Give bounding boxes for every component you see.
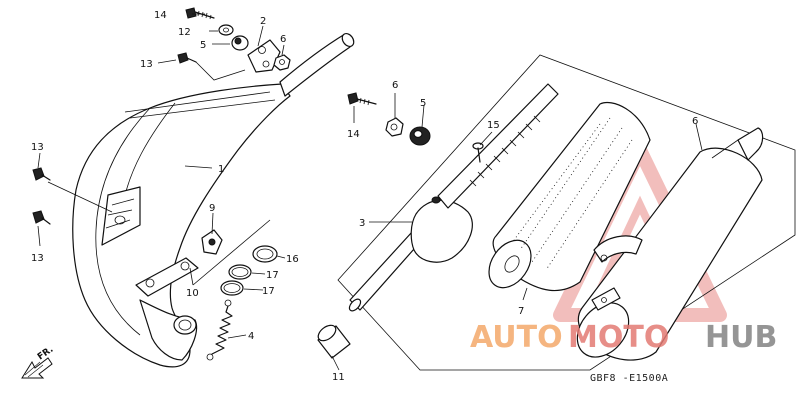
bolt-13b — [32, 167, 51, 181]
bolt-14b — [347, 92, 377, 106]
o-ring-16 — [252, 245, 278, 263]
label-part-15: 15 — [487, 120, 500, 131]
label-part-13c: 13 — [31, 253, 44, 264]
leader-lines — [37, 13, 703, 371]
label-part-6b: 6 — [392, 80, 398, 91]
inner-pipe-3 — [348, 83, 559, 312]
bolt-13c — [32, 210, 51, 225]
label-part-14a: 14 — [154, 10, 167, 21]
flange-bracket — [247, 39, 281, 73]
grommet-5b — [409, 126, 431, 146]
sleeve-11 — [317, 324, 351, 359]
label-part-6a: 6 — [280, 34, 286, 45]
label-part-11: 11 — [332, 372, 345, 383]
label-part-10: 10 — [186, 288, 199, 299]
o-ring-17a — [228, 264, 252, 280]
label-part-13a: 13 — [140, 59, 153, 70]
label-part-7: 7 — [518, 306, 524, 317]
bolt-13a — [177, 52, 197, 64]
label-part-6c: 6 — [692, 116, 698, 127]
label-part-13b: 13 — [31, 142, 44, 153]
label-part-4: 4 — [248, 331, 254, 342]
expansion-chamber — [72, 32, 355, 368]
label-part-2: 2 — [260, 16, 266, 27]
label-part-3: 3 — [359, 218, 365, 229]
front-direction-arrow: FR. — [21, 345, 55, 379]
diagram-code: GBF8 -E1500A — [590, 373, 668, 384]
washer-12 — [218, 24, 234, 36]
label-part-17b: 17 — [262, 286, 275, 297]
label-part-16: 16 — [286, 254, 299, 265]
assembly-outline — [337, 54, 796, 371]
label-part-17a: 17 — [266, 270, 279, 281]
plate-10 — [135, 257, 199, 297]
label-part-5a: 5 — [200, 40, 206, 51]
silencer-body-6 — [576, 127, 764, 361]
grommet-5a — [231, 35, 249, 51]
label-part-9: 9 — [209, 203, 215, 214]
nut-6b — [385, 117, 404, 137]
spring-4 — [206, 299, 233, 361]
bolt-14a — [185, 7, 215, 20]
packing-7 — [488, 102, 651, 292]
watermark-hub: HUB — [705, 320, 777, 355]
label-part-14b: 14 — [347, 129, 360, 140]
label-part-1: 1 — [218, 164, 224, 175]
part-labels: 1 2 3 4 5 5 6 6 6 7 9 10 11 12 13 13 13 … — [31, 10, 698, 383]
o-ring-17b — [220, 280, 244, 296]
nut-6a — [273, 54, 291, 71]
watermark-moto: MOTO — [568, 320, 669, 355]
label-part-12: 12 — [178, 27, 191, 38]
label-part-5b: 5 — [420, 98, 426, 109]
watermark-text: AUTO MOTO HUB — [470, 320, 777, 355]
watermark-auto: AUTO — [470, 320, 563, 355]
